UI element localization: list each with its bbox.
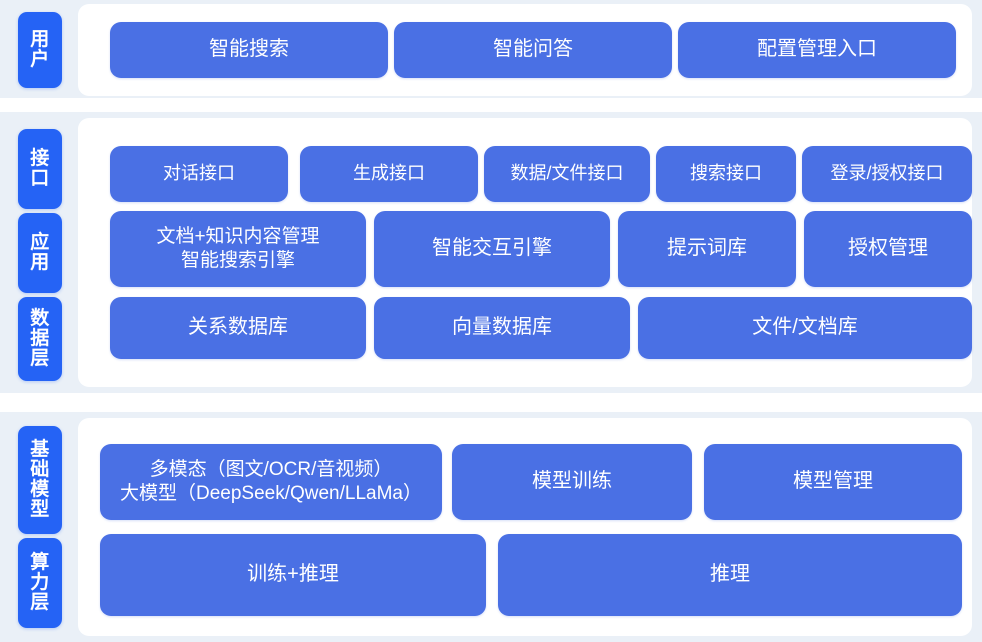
band-divider-2 [0, 393, 982, 412]
card-platform: 对话接口 生成接口 数据/文件接口 搜索接口 登录/授权接口 文档+知识内容管理… [78, 118, 972, 387]
section-label-base-model-text: 基础模型 [30, 438, 50, 521]
section-platform: 接口 应用 数据层 对话接口 生成接口 数据/文件接口 搜索接口 登录/授权接口 [0, 112, 982, 393]
box-dialog-api[interactable]: 对话接口 [110, 146, 288, 202]
section-infrastructure: 基础模型 算力层 多模态（图文/OCR/音视频） 大模型（DeepSeek/Qw… [0, 412, 982, 642]
box-model-training[interactable]: 模型训练 [452, 444, 692, 520]
section-label-application: 应用 [18, 213, 62, 293]
section-label-compute-layer: 算力层 [18, 538, 62, 628]
card-user: 智能搜索 智能问答 配置管理入口 [78, 4, 972, 96]
band-divider-1 [0, 98, 982, 112]
box-prompt-library[interactable]: 提示词库 [618, 211, 796, 287]
box-inference[interactable]: 推理 [498, 534, 962, 616]
box-search-api[interactable]: 搜索接口 [656, 146, 796, 202]
box-smart-search[interactable]: 智能搜索 [110, 22, 388, 78]
section-user: 用户 智能搜索 智能问答 配置管理入口 [0, 0, 982, 98]
box-smart-qa[interactable]: 智能问答 [394, 22, 672, 78]
box-smart-interaction-engine[interactable]: 智能交互引擎 [374, 211, 610, 287]
box-file-document-store[interactable]: 文件/文档库 [638, 297, 972, 359]
box-training-inference[interactable]: 训练+推理 [100, 534, 486, 616]
section-label-base-model: 基础模型 [18, 426, 62, 534]
section-label-interface: 接口 [18, 129, 62, 209]
card-infrastructure: 多模态（图文/OCR/音视频） 大模型（DeepSeek/Qwen/LLaMa）… [78, 418, 972, 636]
box-doc-knowledge-management[interactable]: 文档+知识内容管理 智能搜索引擎 [110, 211, 366, 287]
box-relational-database[interactable]: 关系数据库 [110, 297, 366, 359]
section-label-compute-layer-text: 算力层 [30, 551, 50, 614]
section-label-data-layer-text: 数据层 [30, 307, 50, 370]
section-label-data-layer: 数据层 [18, 297, 62, 381]
box-model-management[interactable]: 模型管理 [704, 444, 962, 520]
section-label-user: 用户 [18, 12, 62, 88]
box-vector-database[interactable]: 向量数据库 [374, 297, 630, 359]
box-data-file-api[interactable]: 数据/文件接口 [484, 146, 650, 202]
box-config-management-entry[interactable]: 配置管理入口 [678, 22, 956, 78]
box-login-auth-api[interactable]: 登录/授权接口 [802, 146, 972, 202]
box-multimodal-large-model[interactable]: 多模态（图文/OCR/音视频） 大模型（DeepSeek/Qwen/LLaMa） [100, 444, 442, 520]
section-label-interface-text: 接口 [30, 147, 50, 189]
box-generation-api[interactable]: 生成接口 [300, 146, 478, 202]
section-label-user-text: 用户 [30, 28, 50, 70]
section-label-application-text: 应用 [30, 231, 50, 273]
box-authorization-management[interactable]: 授权管理 [804, 211, 972, 287]
